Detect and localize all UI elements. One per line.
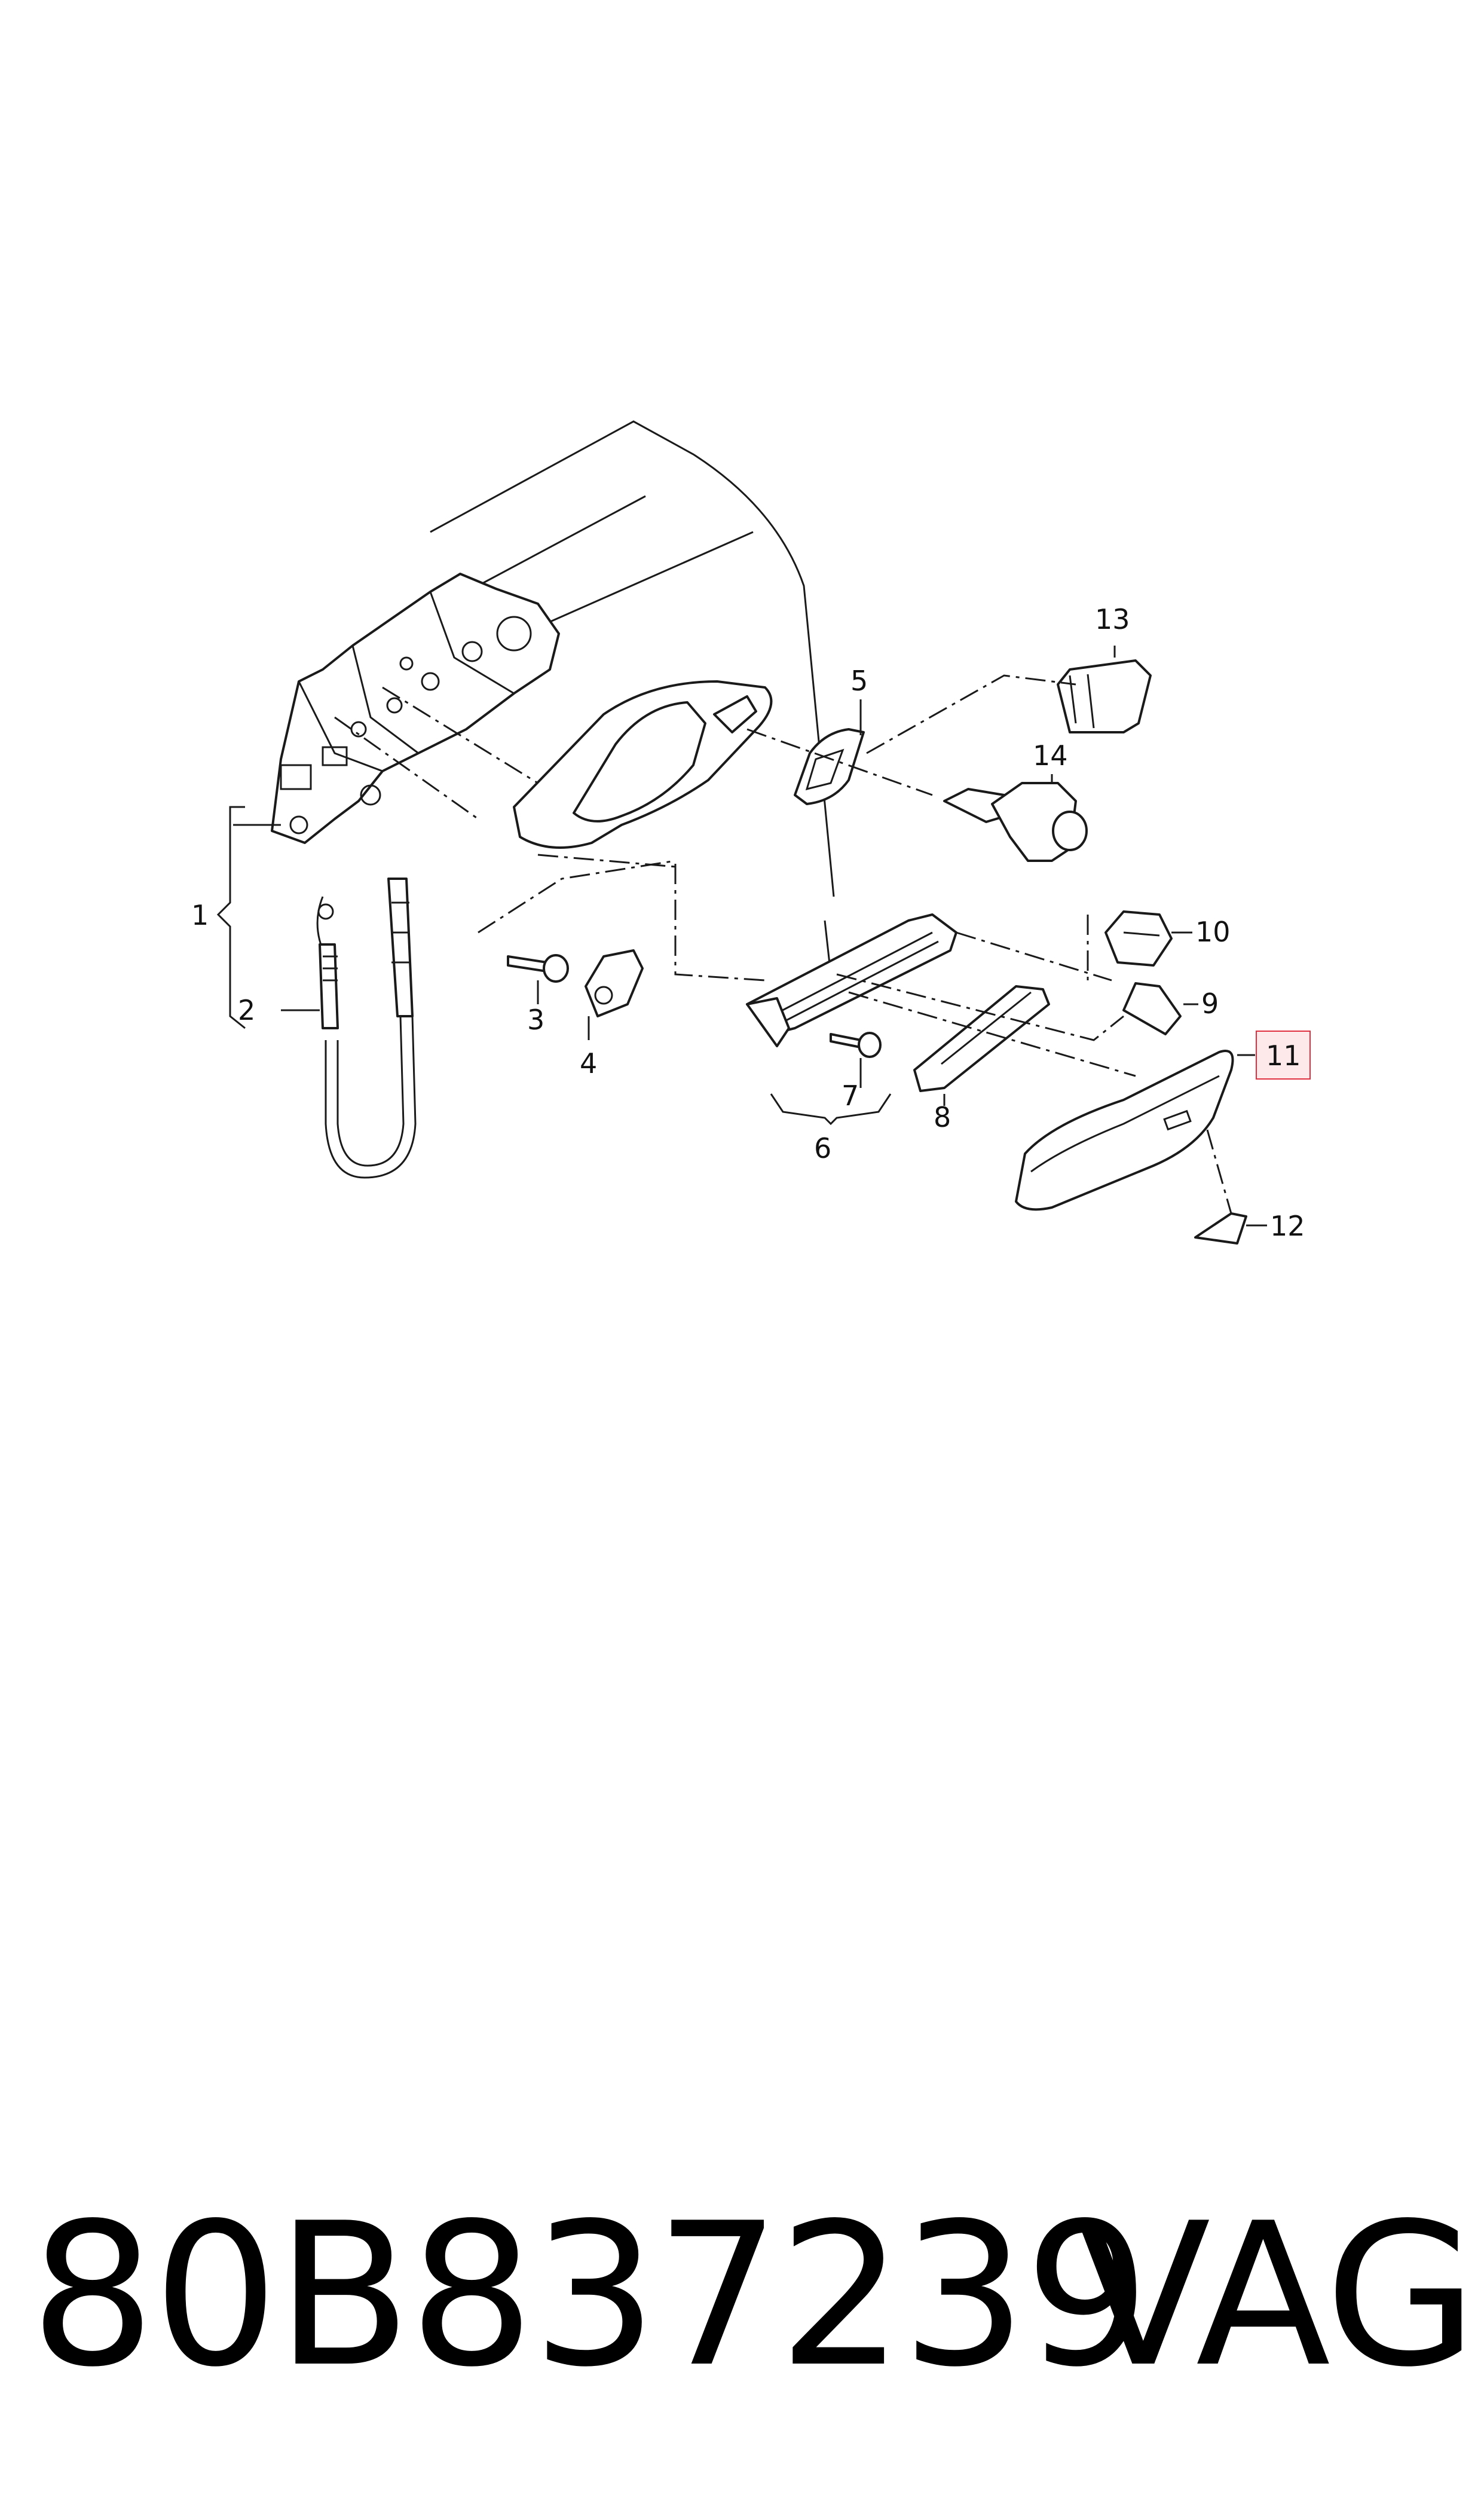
callout-13: 13 [1095,603,1130,635]
handle-recess [513,680,773,849]
lock-cylinder [943,782,1088,862]
brand-name: VAG [1076,2181,1477,2410]
callout-3: 3 [527,1004,544,1036]
support-bracket [1104,910,1173,967]
callout-5: 5 [850,665,868,697]
callout-6: 6 [814,1132,831,1164]
leader-lines [216,646,1267,1227]
cover-cap [585,949,644,1017]
callout-14: 14 [1033,739,1068,772]
callout-7: 7 [842,1080,859,1112]
callout-4: 4 [580,1047,597,1080]
callout-10: 10 [1195,916,1231,948]
handle-sensor [913,985,1050,1092]
lock-cap [1057,659,1152,733]
callout-11: 11 [1266,1040,1301,1072]
callout-11-highlight [1256,1031,1311,1080]
callout-2: 2 [238,994,255,1026]
caption-bar: 80B837239 VAG [0,2188,1484,2403]
callout-8: 8 [934,1101,951,1133]
handle-bracket [746,913,957,1047]
part-number: 80B837239 [30,2181,1150,2410]
bowden-cable [316,878,417,1179]
callout-12: 12 [1270,1210,1305,1242]
callout-9: 9 [1201,988,1219,1020]
screw [507,954,569,983]
callout-1: 1 [191,899,209,931]
trim-piece [1194,1212,1247,1245]
assembly-lines [334,674,1232,1214]
screw-small [830,1032,882,1058]
gasket [794,728,865,805]
clip [1122,982,1182,1035]
outer-door-handle [1015,1050,1234,1211]
